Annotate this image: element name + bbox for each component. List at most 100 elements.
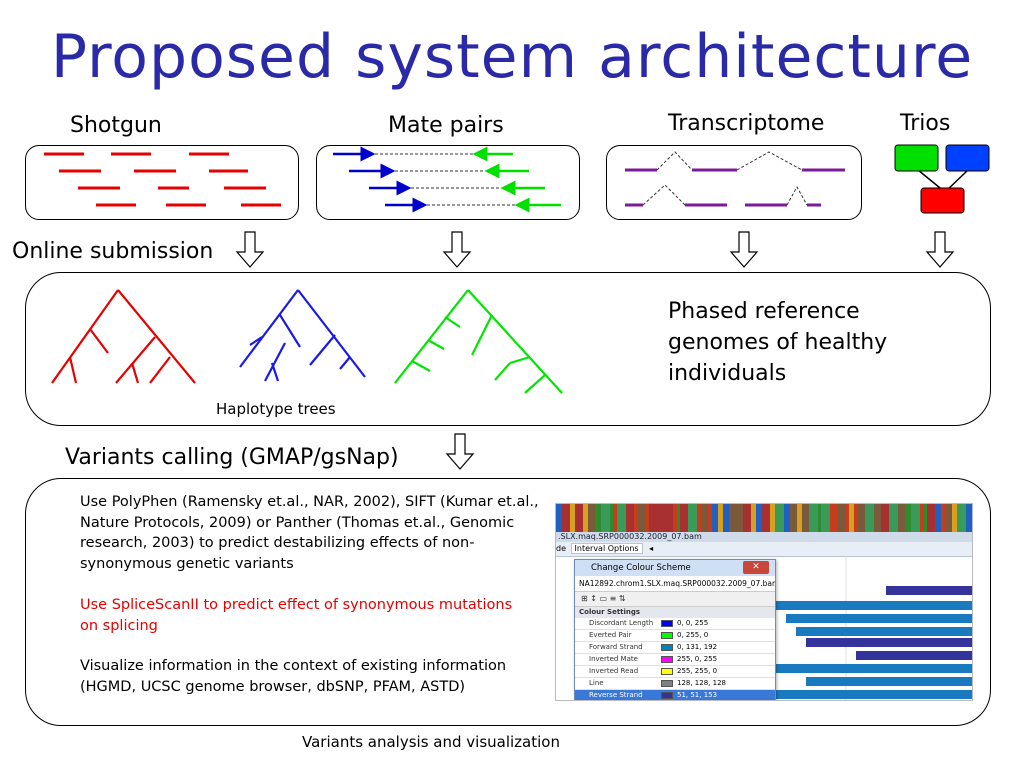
transcriptome-reads [625,151,845,207]
phased-reference-text: Phased reference genomes of healthy indi… [668,299,888,386]
coverage-base-mark [865,504,874,532]
coverage-base-mark [595,504,598,532]
coverage-base-mark [736,504,743,532]
coverage-base-mark [751,504,756,532]
read-alignments [771,556,972,700]
colour-settings-header[interactable]: Colour Settings [575,607,775,618]
coverage-base-mark [708,504,712,532]
coverage-color-strip [556,504,972,532]
coverage-base-mark [617,504,626,532]
transcriptome-box [606,145,862,220]
colour-setting-value[interactable]: 128, 128, 128 [661,678,775,689]
change-colour-scheme-dialog: Change Colour Scheme ✕ NA12892.chrom1.SL… [574,559,776,700]
colour-setting-value[interactable]: 255, 0, 255 [661,654,775,665]
coverage-base-mark [905,504,908,532]
forward-reads [771,601,972,699]
coverage-base-mark [575,504,583,532]
coverage-base-mark [723,504,729,532]
coverage-base-mark [927,504,935,532]
coverage-base-mark [598,504,601,532]
coverage-base-mark [898,504,905,532]
coverage-base-mark [821,504,830,532]
coverage-base-mark [952,504,957,532]
colour-setting-name: Inverted Mate [589,655,638,663]
coverage-base-mark [649,504,657,532]
haplotype-tree-blue [239,289,366,382]
colour-setting-row[interactable]: Discordant Length 0, 0, 255 [575,618,775,630]
colour-rgb-text: 51, 51, 153 [677,691,718,699]
transcriptome-label: Transcriptome [668,111,825,136]
coverage-base-mark [802,504,809,532]
close-icon[interactable]: ✕ [743,561,769,574]
coverage-base-mark [809,504,818,532]
colour-setting-value[interactable]: 0, 255, 0 [661,630,775,641]
analysis-para-1: Use PolyPhen (Ramensky et.al., NAR, 2002… [80,494,539,572]
colour-setting-name: Forward Strand [589,643,643,651]
file-tab[interactable]: .SLX.maq.SRP000032.2009_07.bam [556,532,972,542]
trios-label: Trios [900,111,951,136]
colour-swatch [661,680,673,687]
colour-setting-value[interactable]: 51, 51, 153 [661,690,775,700]
coverage-base-mark [626,504,634,532]
coverage-base-mark [797,504,802,532]
coverage-base-mark [790,504,797,532]
trios-diagram [894,144,990,214]
variants-arrow [445,433,475,470]
online-submission-label: Online submission [12,239,214,264]
coverage-base-mark [945,504,952,532]
coverage-base-mark [665,504,673,532]
tab-left[interactable]: de [556,544,566,553]
coverage-base-mark [562,504,570,532]
coverage-base-mark [570,504,575,532]
tab-scroll-arrow-icon[interactable]: ◂ [649,544,654,553]
reverse-reads [806,586,972,660]
coverage-base-mark [680,504,688,532]
colour-rgb-text: 128, 128, 128 [677,679,726,687]
colour-setting-value[interactable]: 255, 255, 0 [661,666,775,677]
coverage-base-mark [957,504,966,532]
trio-parent-blue [945,144,990,172]
dialog-title: Change Colour Scheme ✕ [575,560,775,576]
analysis-para-3: Visualize information in the context of … [80,658,507,695]
colour-rgb-text: 255, 255, 0 [677,667,718,675]
down-arrow-icon [442,231,472,268]
coverage-base-mark [908,504,911,532]
colour-setting-row[interactable]: Forward Strand 0, 131, 192 [575,642,775,654]
shotgun-reads [44,152,281,207]
coverage-base-mark [712,504,718,532]
down-arrow-icon [729,231,759,268]
mate-pairs-reads [333,146,561,213]
tab-interval-options[interactable]: Interval Options [570,543,643,554]
colour-setting-row[interactable]: Inverted Mate 255, 0, 255 [575,654,775,666]
coverage-base-mark [610,504,613,532]
colour-setting-value[interactable]: 0, 131, 192 [661,642,775,653]
coverage-base-mark [677,504,680,532]
colour-swatch [661,656,673,663]
coverage-base-mark [588,504,595,532]
coverage-base-mark [556,504,562,532]
colour-setting-row[interactable]: Inverted Read 255, 255, 0 [575,666,775,678]
coverage-base-mark [889,504,898,532]
coverage-base-mark [756,504,762,532]
colour-setting-name: Inverted Read [589,667,639,675]
coverage-base-mark [911,504,920,532]
coverage-base-mark [770,504,775,532]
dialog-toolbar-icons[interactable]: ⊞ ↕ ▭ ≡ ⇅ [575,592,775,607]
colour-setting-value[interactable]: 0, 0, 255 [661,618,775,629]
haplotype-tree-green [394,289,563,394]
coverage-base-mark [718,504,723,532]
coverage-base-mark [613,504,617,532]
analysis-para-2: Use SpliceScanII to predict effect of sy… [80,597,513,634]
analysis-caption: Variants analysis and visualization [302,733,560,751]
coverage-base-mark [834,504,838,532]
trio-parent-green [894,144,939,172]
colour-rgb-text: 0, 255, 0 [677,631,709,639]
haplotype-trees [51,289,563,394]
submission-arrows [235,231,955,268]
colour-setting-name: Discordant Length [589,619,654,627]
coverage-base-mark [784,504,790,532]
coverage-base-mark [935,504,941,532]
